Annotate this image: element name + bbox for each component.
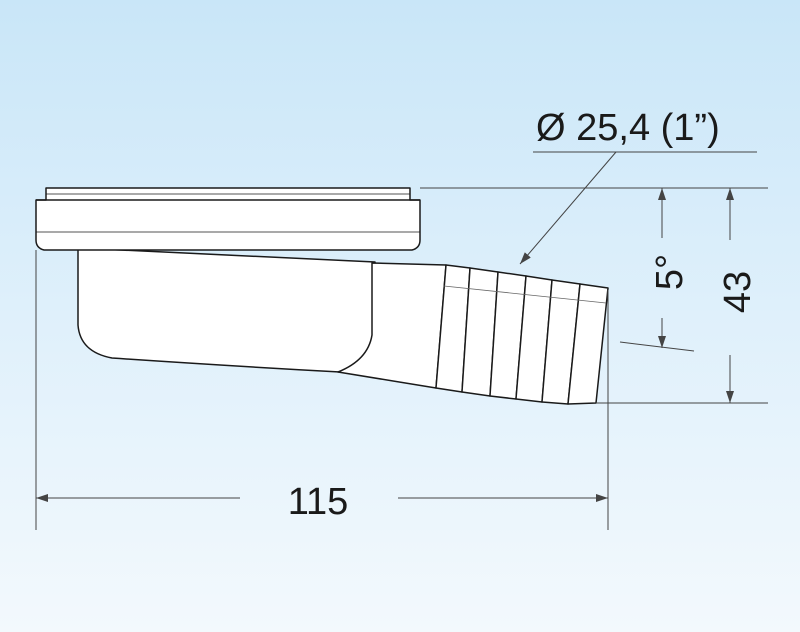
- drain-body: [77, 247, 376, 373]
- dimensions: [35, 151, 768, 530]
- outlet-neck: [337, 262, 447, 389]
- width-label: 115: [288, 481, 349, 523]
- flange: [35, 187, 421, 251]
- angle-reference-line: [619, 341, 695, 352]
- diameter-label: Ø 25,4 (1”): [536, 107, 720, 149]
- diameter-leader-arrow: [519, 151, 617, 265]
- angle-label: 5°: [649, 254, 691, 290]
- hose-barbs: [435, 264, 609, 405]
- drain-fitting: [35, 187, 609, 405]
- height-label: 43: [717, 271, 759, 313]
